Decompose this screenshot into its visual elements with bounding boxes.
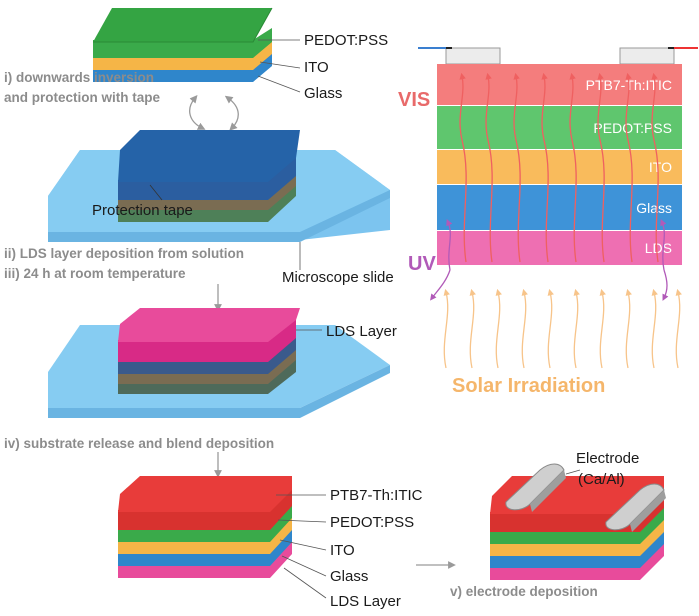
final-device-stack (118, 476, 292, 578)
final-ito-layer (118, 514, 292, 554)
step-2: ii) LDS layer deposition from solution (4, 246, 244, 261)
contact-right (619, 47, 675, 65)
solar-arrows (443, 288, 682, 369)
cs-lds-label: LDS (645, 240, 672, 256)
glass-label: Glass (304, 85, 342, 102)
cs-ptb7-layer (437, 64, 682, 105)
protection-tape-side (118, 156, 296, 200)
step-4: iv) substrate release and blend depositi… (4, 436, 274, 451)
protection-tape-label: Protection tape (92, 202, 193, 219)
cs-pedot-layer (437, 106, 682, 149)
contact-left (445, 47, 501, 65)
cs-glass-label: Glass (636, 200, 672, 216)
ito-label: ITO (304, 59, 329, 76)
uv-arrow-right (660, 219, 667, 271)
final-glass-layer (118, 526, 292, 566)
green-layer-under-tape (118, 176, 296, 222)
pedot-layer (93, 28, 272, 58)
electrode-label-line-1: Electrode (576, 450, 639, 467)
cs-pedot-label: PEDOT:PSS (593, 120, 672, 136)
taped-stack-on-slide (48, 130, 390, 242)
inversion-arrow-left (189, 95, 206, 130)
cs-ito-layer (437, 150, 682, 184)
final-pedot-layer (118, 502, 292, 542)
final-active-layer-top (118, 476, 292, 512)
pedot-label: PEDOT:PSS (304, 32, 388, 49)
cs-ito-label: ITO (649, 159, 672, 175)
lds-stack-on-slide (48, 308, 390, 418)
microscope-slide-label: Microscope slide (282, 269, 394, 286)
lds-layer-top (118, 308, 300, 342)
step-5: v) electrode deposition (450, 584, 598, 599)
final-lds-label: LDS Layer (330, 593, 401, 610)
step-1-line-1: i) downwards inversion (4, 70, 154, 85)
step-1-line-2: and protection with tape (4, 90, 160, 105)
uv-arrow-left (446, 219, 453, 271)
initial-substrate-stack (93, 7, 273, 82)
inversion-arrow-right (224, 95, 239, 131)
final-lds-layer (118, 538, 292, 578)
step-3: iii) 24 h at room temperature (4, 266, 186, 281)
uv-label: UV (408, 253, 436, 275)
protection-tape-top (118, 130, 300, 182)
vis-arrows (459, 72, 659, 263)
cs-glass-layer (437, 185, 682, 230)
solar-irradiation-label: Solar Irradiation (452, 375, 605, 397)
vis-label: VIS (398, 89, 430, 111)
electrode-label-line-2: (Ca/Al) (578, 471, 625, 488)
final-pedot-label: PEDOT:PSS (330, 514, 414, 531)
final-ptb7-label: PTB7-Th:ITIC (330, 487, 423, 504)
final-active-layer-side (118, 488, 292, 530)
lds-layer-label: LDS Layer (326, 323, 397, 340)
device-cross-section: PTB7-Th:ITIC PEDOT:PSS ITO Glass LDS (418, 47, 698, 369)
device-with-electrodes (490, 463, 666, 580)
pedot-top-face (93, 8, 272, 42)
final-glass-label: Glass (330, 568, 368, 585)
cs-lds-layer (437, 231, 682, 265)
final-ito-label: ITO (330, 542, 355, 559)
